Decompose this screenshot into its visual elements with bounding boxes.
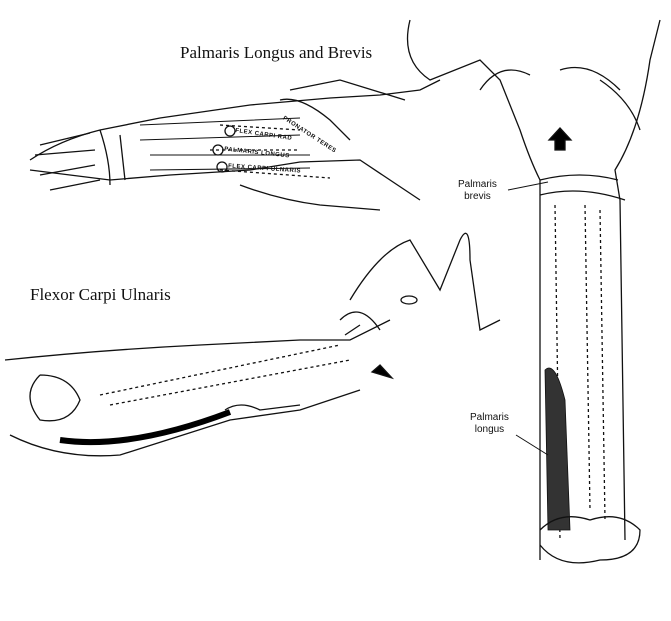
label-line: Palmaris: [458, 179, 497, 190]
forearm-illustration-fcu: [4, 232, 501, 457]
label-line: brevis: [464, 191, 491, 202]
title-flexor-carpi-ulnaris: Flexor Carpi Ulnaris: [30, 285, 171, 304]
forearm-illustration-right: [406, 19, 661, 564]
forearm-illustration-top: [29, 79, 441, 211]
title-palmaris-longus-and-brevis: Palmaris Longus and Brevis: [180, 43, 373, 62]
label-line: Palmaris: [470, 412, 509, 423]
label-line: longus: [474, 424, 505, 435]
label-palmaris-longus: Palmaris longus: [470, 412, 509, 436]
label-palmaris-brevis: Palmaris brevis: [458, 179, 497, 203]
